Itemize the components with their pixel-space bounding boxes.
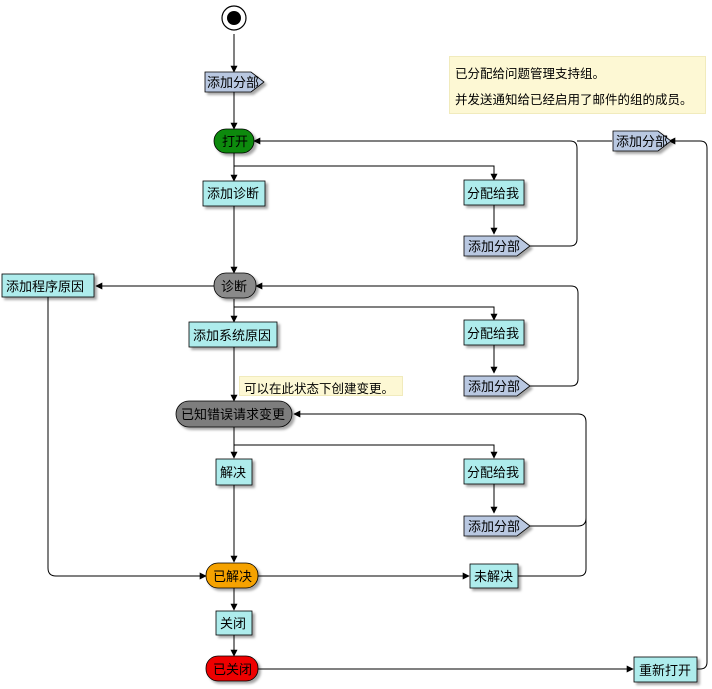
state-open[interactable]: 打开 (213, 128, 255, 154)
action-reopen[interactable]: 重新打开 (633, 656, 698, 683)
action-assign-me-3[interactable]: 分配给我 (463, 458, 525, 485)
action-assign-me-3-label: 分配给我 (467, 466, 519, 481)
signal-add-dept-top-label: 添加分部 (207, 76, 259, 91)
action-assign-me-1[interactable]: 分配给我 (463, 179, 525, 206)
edge-reopen-to-add-dept-right (668, 137, 708, 670)
signal-add-dept-top[interactable]: 添加分部 (204, 71, 265, 93)
state-resolved-label: 已解决 (213, 570, 252, 585)
edge-add-dept-3-to-known-error (293, 410, 587, 527)
action-unresolved-label: 未解决 (474, 570, 513, 585)
signal-add-dept-1[interactable]: 添加分部 (463, 235, 531, 257)
signal-add-dept-2-label: 添加分部 (468, 380, 520, 395)
signal-add-dept-1-label: 添加分部 (468, 240, 520, 255)
signal-add-dept-right[interactable]: 添加分部 (612, 130, 672, 152)
state-known-error-label: 已知错误请求变更 (181, 407, 285, 423)
edge-add-dept-2-to-diagnosis (255, 282, 579, 387)
state-closed[interactable]: 已关闭 (205, 655, 259, 682)
action-assign-me-1-label: 分配给我 (467, 187, 519, 202)
action-resolve[interactable]: 解决 (215, 458, 253, 486)
edge-diagnosis-to-assign-2 (234, 306, 498, 321)
action-add-system-cause[interactable]: 添加系统原因 (188, 321, 278, 348)
edge-program-cause-to-resolved (47, 297, 207, 580)
note-assignment-line-1: 已分配给问题管理支持组。 (455, 66, 606, 81)
state-resolved[interactable]: 已解决 (205, 562, 259, 589)
action-unresolved[interactable]: 未解决 (469, 563, 519, 589)
state-diagnosis[interactable]: 诊断 (213, 272, 257, 299)
action-close[interactable]: 关闭 (215, 610, 253, 636)
action-assign-me-2[interactable]: 分配给我 (463, 319, 525, 346)
state-closed-label: 已关闭 (213, 663, 252, 678)
edge-unresolved-to-known-error (518, 518, 587, 577)
edge-open-to-assign-1 (234, 165, 498, 181)
edge-add-dept-1-to-open (253, 137, 578, 247)
action-close-label: 关闭 (220, 617, 246, 632)
action-add-diagnosis[interactable]: 添加诊断 (202, 180, 266, 207)
action-assign-me-2-label: 分配给我 (467, 327, 519, 342)
note-change: 可以在此状态下创建变更。 (239, 376, 403, 396)
note-assignment-line-2: 并发送通知给已经启用了邮件的组的成员。 (455, 92, 693, 107)
state-known-error[interactable]: 已知错误请求变更 (175, 400, 293, 428)
action-add-program-cause[interactable]: 添加程序原因 (1, 273, 95, 298)
signal-add-dept-right-label: 添加分部 (616, 135, 668, 150)
state-open-label: 打开 (222, 135, 248, 150)
signal-add-dept-2[interactable]: 添加分部 (463, 375, 531, 397)
action-resolve-label: 解决 (220, 466, 246, 481)
state-diagnosis-label: 诊断 (221, 280, 247, 295)
edge-known-error-to-assign-3 (234, 444, 498, 459)
action-add-program-cause-label: 添加程序原因 (6, 280, 84, 295)
connectors (47, 34, 708, 673)
initial-node (221, 5, 247, 31)
action-add-diagnosis-label: 添加诊断 (207, 187, 259, 202)
note-change-text: 可以在此状态下创建变更。 (244, 381, 395, 396)
action-add-system-cause-label: 添加系统原因 (193, 329, 271, 344)
action-reopen-label: 重新打开 (639, 663, 691, 679)
note-assignment: 已分配给问题管理支持组。 并发送通知给已经启用了邮件的组的成员。 (449, 56, 706, 114)
signal-add-dept-3-label: 添加分部 (468, 520, 520, 535)
signal-add-dept-3[interactable]: 添加分部 (463, 515, 531, 537)
